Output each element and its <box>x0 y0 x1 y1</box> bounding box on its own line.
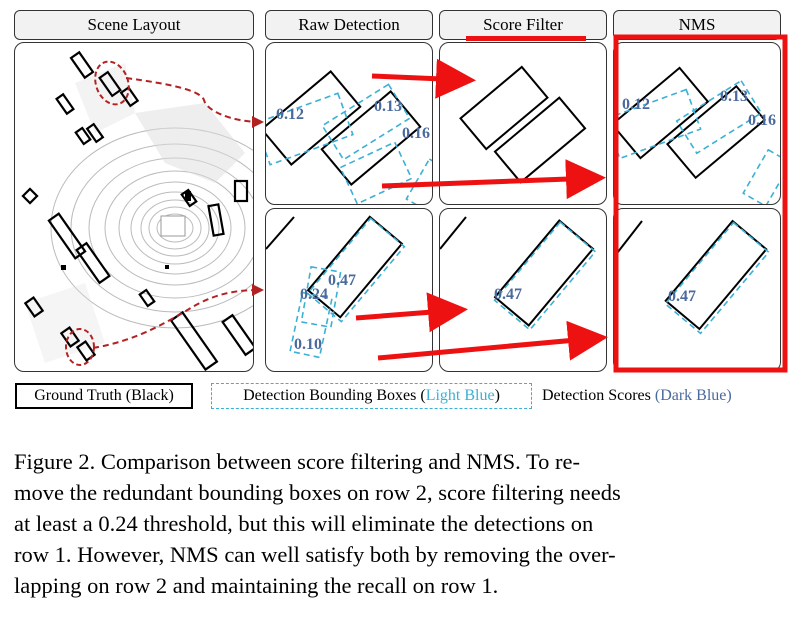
score-label: 0.12 <box>276 106 304 123</box>
score-label: 0.47 <box>328 272 356 289</box>
legend-detection-scores-color: (Dark Blue) <box>654 387 732 404</box>
score-label: 0.12 <box>622 96 650 113</box>
caption-line: Figure 2. Comparison between score filte… <box>14 449 581 474</box>
detection-box <box>493 221 597 331</box>
score-filter-row2-panel: 0.47 <box>439 208 607 372</box>
gt-box <box>614 66 710 160</box>
legend-ground-truth: Ground Truth (Black) <box>15 383 193 409</box>
gt-box <box>266 70 362 166</box>
nms-row2-panel: 0.47 <box>613 208 781 372</box>
raw-detection-row1-canvas: 0.12 0.13 0.16 <box>266 70 432 204</box>
score-label: 0.10 <box>294 336 322 353</box>
lidar-clutter <box>25 63 245 363</box>
nms-row1-panel: 0.12 0.13 0.16 <box>613 42 781 205</box>
header-scene-layout-label: Scene Layout <box>87 15 181 34</box>
caption-line: move the redundant bounding boxes on row… <box>14 480 621 505</box>
gt-box <box>493 96 587 184</box>
nms-row1-canvas: 0.12 0.13 0.16 <box>614 66 780 204</box>
raw-detection-row2-canvas: 0.47 0.24 0.10 <box>266 215 406 359</box>
gt-box <box>459 65 549 151</box>
caption-line: lapping on row 2 and maintaining the rec… <box>14 573 499 598</box>
header-scene-layout: Scene Layout <box>14 10 254 40</box>
score-label: 0.47 <box>494 286 522 303</box>
score-label: 0.16 <box>402 125 430 142</box>
caption-line: row 1. However, NMS can well satisfy bot… <box>14 542 616 567</box>
score-label: 0.16 <box>748 112 776 129</box>
detection-boxes <box>289 217 406 359</box>
score-filter-row2-canvas: 0.47 <box>440 216 597 331</box>
raw-detection-row2-panel: 0.47 0.24 0.10 <box>265 208 433 372</box>
score-filter-row1-canvas <box>459 65 587 184</box>
legend-detection-boxes: Detection Bounding Boxes (Light Blue) <box>211 383 532 409</box>
header-nms: NMS <box>613 10 781 40</box>
raw-detection-row1-panel: 0.12 0.13 0.16 <box>265 42 433 205</box>
figure-caption: Figure 2. Comparison between score filte… <box>14 446 799 601</box>
detection-boxes <box>266 83 432 204</box>
ground-truth-small-objects <box>61 191 191 270</box>
gt-box <box>306 215 404 319</box>
legend-detection-boxes-prefix: Detection Bounding Boxes ( <box>243 387 426 404</box>
gt-box <box>320 90 422 186</box>
header-score-filter-label: Score Filter <box>483 15 563 34</box>
header-score-filter: Score Filter <box>439 10 607 40</box>
score-label: 0.24 <box>300 286 328 303</box>
legend-detection-scores-prefix: Detection Scores <box>542 387 655 404</box>
caption-line: at least a 0.24 threshold, but this will… <box>14 511 594 536</box>
nms-row2-canvas: 0.47 <box>614 219 770 335</box>
legend-ground-truth-label: Ground Truth (Black) <box>34 387 174 404</box>
header-raw-detection: Raw Detection <box>265 10 433 40</box>
partial-gt-line <box>440 216 467 250</box>
header-nms-label: NMS <box>678 15 716 34</box>
partial-gt-line <box>614 220 643 258</box>
legend-detection-boxes-color: Light Blue <box>425 387 495 404</box>
legend-detection-scores: Detection Scores (Dark Blue) <box>542 383 782 409</box>
header-raw-detection-label: Raw Detection <box>298 15 400 34</box>
legend-detection-boxes-suffix: ) <box>494 387 500 404</box>
score-label: 0.47 <box>668 288 696 305</box>
score-label: 0.13 <box>720 88 748 105</box>
ego-vehicle <box>160 215 186 237</box>
scene-layout-panel <box>14 42 254 372</box>
score-label: 0.13 <box>374 98 402 115</box>
score-filter-row1-panel <box>439 42 607 205</box>
partial-gt-line <box>266 216 295 250</box>
scene-point-cloud <box>21 50 253 371</box>
gt-box <box>665 84 767 180</box>
